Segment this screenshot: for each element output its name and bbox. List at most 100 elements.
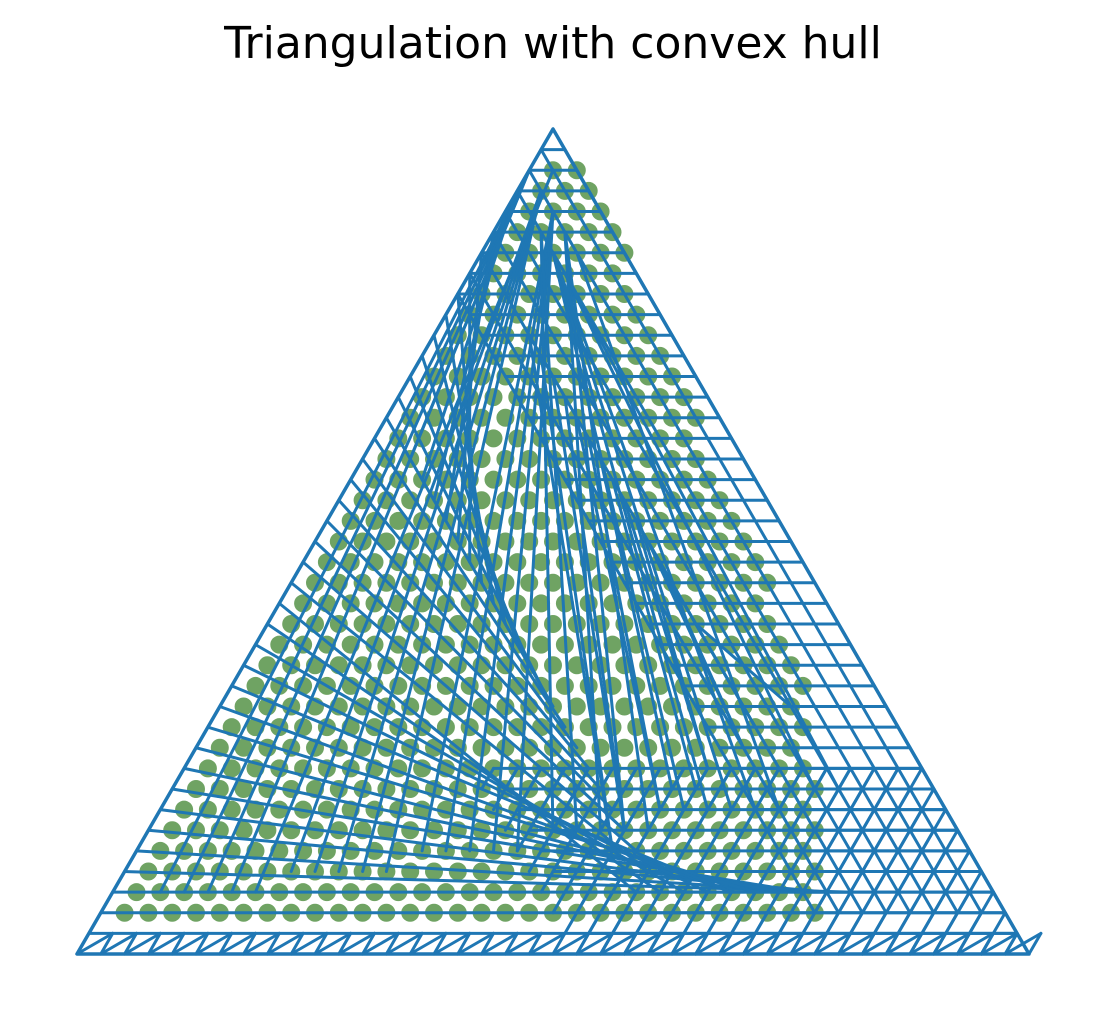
mesh-edge [825,911,841,935]
scatter-point [234,780,253,798]
mesh-edge [932,931,971,956]
mesh-edge [670,457,686,482]
mesh-edge [337,931,353,956]
mesh-edge [872,787,888,812]
scatter-point [425,862,443,881]
mesh-edge [551,251,757,812]
mesh-edge [718,890,733,915]
mesh-edge [920,911,936,935]
mesh-edge [563,189,579,213]
mesh-edge [218,931,234,956]
mesh-edge [265,931,281,956]
mesh-edge [599,890,614,915]
mesh-edge [361,931,400,956]
mesh-edge [896,808,912,832]
mesh-edge [611,313,626,337]
mesh-edge [75,931,115,956]
mesh-edge [634,519,710,770]
mesh-edge [658,828,674,853]
mesh-edge [349,478,591,770]
mesh-edge [611,395,626,420]
mesh-edge [718,931,757,956]
mesh-edge [706,560,722,585]
mesh-edge [146,931,186,956]
mesh-edge [741,931,781,956]
mesh-edge [849,870,864,894]
mesh-edge [646,890,662,915]
scatter-point [496,697,515,716]
mesh-edge [813,931,852,956]
mesh-edge [932,849,948,873]
mesh-edge [968,890,983,915]
mesh-edge [718,808,733,832]
mesh-edge [908,849,924,873]
mesh-edge [646,375,662,399]
mesh-edge [789,931,829,956]
mesh-edge [575,931,614,956]
mesh-edge [872,766,888,791]
mesh-edge [884,931,924,956]
mesh-edge [694,931,733,956]
mesh-edge [658,354,674,378]
mesh-edge [730,911,745,935]
mesh-edge [634,354,650,378]
mesh-edge [551,890,567,915]
scatter-point [484,429,503,448]
mesh-edge [741,622,757,647]
mesh-edge [587,436,662,812]
mesh-edge [884,890,900,915]
mesh-edge [337,931,376,956]
mesh-edge [599,333,614,358]
mesh-edge [837,870,852,894]
convex-hull [75,127,1031,956]
mesh-edge [622,292,638,317]
mesh-edge [408,931,424,956]
mesh-edge [694,663,710,688]
mesh-edge [825,870,841,894]
mesh-edge [765,931,781,956]
mesh-edge [849,828,864,853]
mesh-edge [753,519,769,543]
mesh-edge [337,189,543,873]
mesh-edge [789,787,805,812]
mesh-edge [801,601,817,626]
mesh-edge [384,931,400,956]
mesh-edge [682,911,698,935]
mesh-edge [658,436,674,461]
mesh-edge [289,931,305,956]
mesh-edge [908,890,924,915]
mesh-edge [432,931,472,956]
mesh-edge [384,931,424,956]
mesh-edge [813,828,829,853]
mesh-edge [765,849,781,873]
mesh-edge [860,705,876,729]
mesh-edge [265,931,305,956]
mesh-edge [432,931,448,956]
scatter-point [258,821,277,840]
mesh-edge [682,395,698,420]
mesh-edge [896,870,912,894]
mesh-edge [968,911,983,935]
mesh-edge [599,931,614,956]
mesh-edge [932,870,948,894]
mesh-edge [730,560,745,585]
mesh-edge [325,519,614,812]
mesh-edge [313,540,626,832]
mesh-edge [575,890,591,915]
mesh-edge [634,828,650,853]
mesh-edge [718,766,733,791]
mesh-edge [730,766,745,791]
mesh-edge [670,416,686,440]
mesh-edge [503,931,543,956]
mesh-edge [813,663,829,688]
mesh-edge [849,808,864,832]
mesh-edge [789,828,805,853]
mesh-edge [908,828,924,853]
mesh-edge [634,436,650,461]
mesh-edge [813,870,829,894]
mesh-edge [908,787,924,812]
mesh-edge [706,787,722,812]
mesh-edge [658,560,745,750]
mesh-edge [813,931,829,956]
mesh-edge [706,436,722,461]
